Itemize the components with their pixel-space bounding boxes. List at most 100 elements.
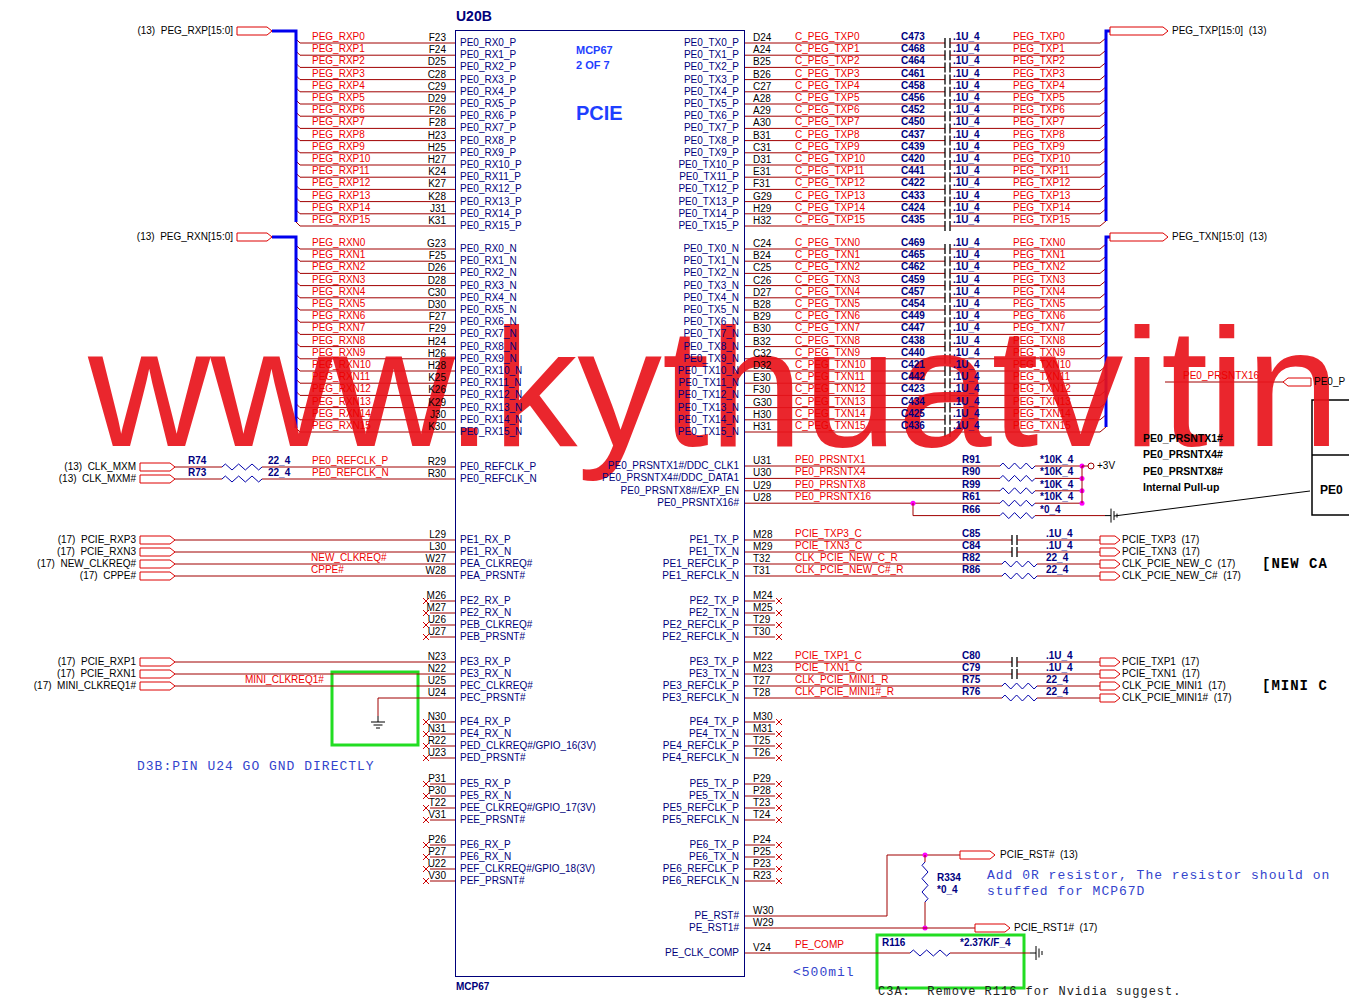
signal-label: (17) PCIE_RXP3 xyxy=(58,535,136,545)
part-reference: .1U_4 xyxy=(953,166,980,176)
net-name: C_PEG_TXP6 xyxy=(795,105,859,115)
signal-label: W29 xyxy=(753,918,774,928)
part-reference: .1U_4 xyxy=(953,93,980,103)
offpage-connector xyxy=(140,536,175,544)
part-reference: C79 xyxy=(962,663,980,673)
wire xyxy=(745,855,960,916)
capacitor-symbol xyxy=(944,75,945,85)
part-reference: *2.37K/F_4 xyxy=(960,938,1011,948)
part-reference: R82 xyxy=(962,553,980,563)
net-name: PE0_PRSNTX16 xyxy=(1183,371,1259,381)
signal-label: K25 xyxy=(428,373,446,383)
signal-label: C25 xyxy=(753,263,771,273)
no-connect-mark xyxy=(776,610,782,616)
offpage-connector xyxy=(237,27,272,35)
signal-label: J30 xyxy=(430,410,446,420)
wire xyxy=(950,953,1030,954)
pin-name: PE0_TX14_N xyxy=(678,415,739,425)
part-reference: *10K_4 xyxy=(1040,467,1073,477)
net-name: C_PEG_TXN7 xyxy=(795,323,860,333)
part-reference: R74 xyxy=(188,456,206,466)
net-name: PEG_RXN15 xyxy=(312,421,371,431)
no-connect-mark xyxy=(776,755,782,761)
capacitor-symbol xyxy=(944,221,945,231)
pin-name: PE0_TX0_N xyxy=(683,244,739,254)
offpage-connector xyxy=(140,682,175,690)
ground-symbol xyxy=(1030,953,1036,954)
pin-name: PE0_TX8_N xyxy=(683,342,739,352)
offpage-connector xyxy=(960,851,995,859)
pin-name: PE5_TX_P xyxy=(690,779,739,789)
net-name: PEG_TXP11 xyxy=(1013,166,1070,176)
net-name: PEG_TXN8 xyxy=(1013,336,1065,346)
no-connect-mark xyxy=(423,817,429,823)
capacitor-symbol xyxy=(944,38,945,48)
pin-name: PE0_RX11_N xyxy=(460,378,522,388)
pin-name: PE0_RX3_P xyxy=(460,75,516,85)
signal-label: M27 xyxy=(427,603,446,613)
pin-name: PE0_REFCLK_N xyxy=(460,474,537,484)
part-reference: C450 xyxy=(901,117,925,127)
part-reference: C456 xyxy=(901,93,925,103)
signal-label: J31 xyxy=(430,204,446,214)
wire xyxy=(925,902,926,928)
note-text: Add 0R resistor, The resistor should on xyxy=(987,869,1330,882)
pin-name: PE0_RX4_P xyxy=(460,87,516,97)
signal-label: K29 xyxy=(428,398,446,408)
pin-name: PED_CLKREQ#/GPIO_16(3V) xyxy=(460,741,596,751)
ground-symbol xyxy=(374,725,383,726)
signal-label: B24 xyxy=(753,251,771,261)
pin-name: PE0_RX14_P xyxy=(460,209,522,219)
part-reference: C457 xyxy=(901,287,925,297)
part-reference: C454 xyxy=(901,299,925,309)
pin-name: PE0_TX12_N xyxy=(678,390,739,400)
pin-name: PE3_REFCLK_N xyxy=(662,693,739,703)
part-reference: 22_4 xyxy=(1046,687,1068,697)
pin-name: PE0_RX5_P xyxy=(460,99,516,109)
capacitor-symbol xyxy=(944,281,945,291)
net-name: CPPE# xyxy=(311,565,344,575)
signal-label: K30 xyxy=(428,422,446,432)
chip-title: MCP67 xyxy=(456,982,489,992)
signal-label: (13) PEG_RXN[15:0] xyxy=(137,232,233,242)
part-reference: C422 xyxy=(901,178,925,188)
pin-name: PE0_TX4_N xyxy=(683,293,739,303)
net-name: C_PEG_TXP7 xyxy=(795,117,859,127)
signal-label: D26 xyxy=(428,263,446,273)
signal-label: (17) PCIE_RXN3 xyxy=(57,547,136,557)
net-name: PEG_RXN13 xyxy=(312,397,371,407)
signal-label: M25 xyxy=(753,603,772,613)
net-name: CLK_PCIE_NEW_C_R xyxy=(795,553,898,563)
pin-name: PE0_RX12_P xyxy=(460,184,522,194)
net-name: PEG_RXN11 xyxy=(312,372,370,382)
note-text: [MINI C xyxy=(1262,679,1328,693)
signal-label: F23 xyxy=(429,33,446,43)
no-connect-mark xyxy=(776,622,782,628)
pin-name: PE0_PRSNTX4#/DDC_DATA1 xyxy=(602,473,739,483)
net-name: PEG_TXN14 xyxy=(1013,409,1071,419)
no-connect-mark xyxy=(776,793,782,799)
pin-name: PE0_TX6_N xyxy=(683,317,739,327)
net-name: C_PEG_TXN8 xyxy=(795,336,860,346)
ground-symbol xyxy=(371,722,385,723)
pin-name: PE0_RX6_P xyxy=(460,111,516,121)
net-name: C_PEG_TXP11 xyxy=(795,166,864,176)
part-reference: .1U_4 xyxy=(953,130,980,140)
pin-name: PE2_REFCLK_N xyxy=(662,632,739,642)
part-reference: R75 xyxy=(962,675,980,685)
net-name: PEG_RXP12 xyxy=(312,178,370,188)
signal-label: H30 xyxy=(753,410,771,420)
wire xyxy=(1035,478,1082,479)
net-name: PEG_TXN10 xyxy=(1013,360,1071,370)
signal-label: F24 xyxy=(429,45,446,55)
pin-name: PE0_RX7_P xyxy=(460,123,516,133)
capacitor-symbol xyxy=(944,62,945,72)
wire xyxy=(1035,515,1105,516)
part-reference: .1U_4 xyxy=(953,262,980,272)
wire xyxy=(950,226,1100,227)
no-connect-mark xyxy=(776,719,782,725)
pin-name: PE0_TX15_N xyxy=(678,427,739,437)
net-name: C_PEG_TXN15 xyxy=(795,421,866,431)
pin-name: PE0_TX1_N xyxy=(683,256,739,266)
signal-label: (13) CLK_MXM# xyxy=(59,474,136,484)
